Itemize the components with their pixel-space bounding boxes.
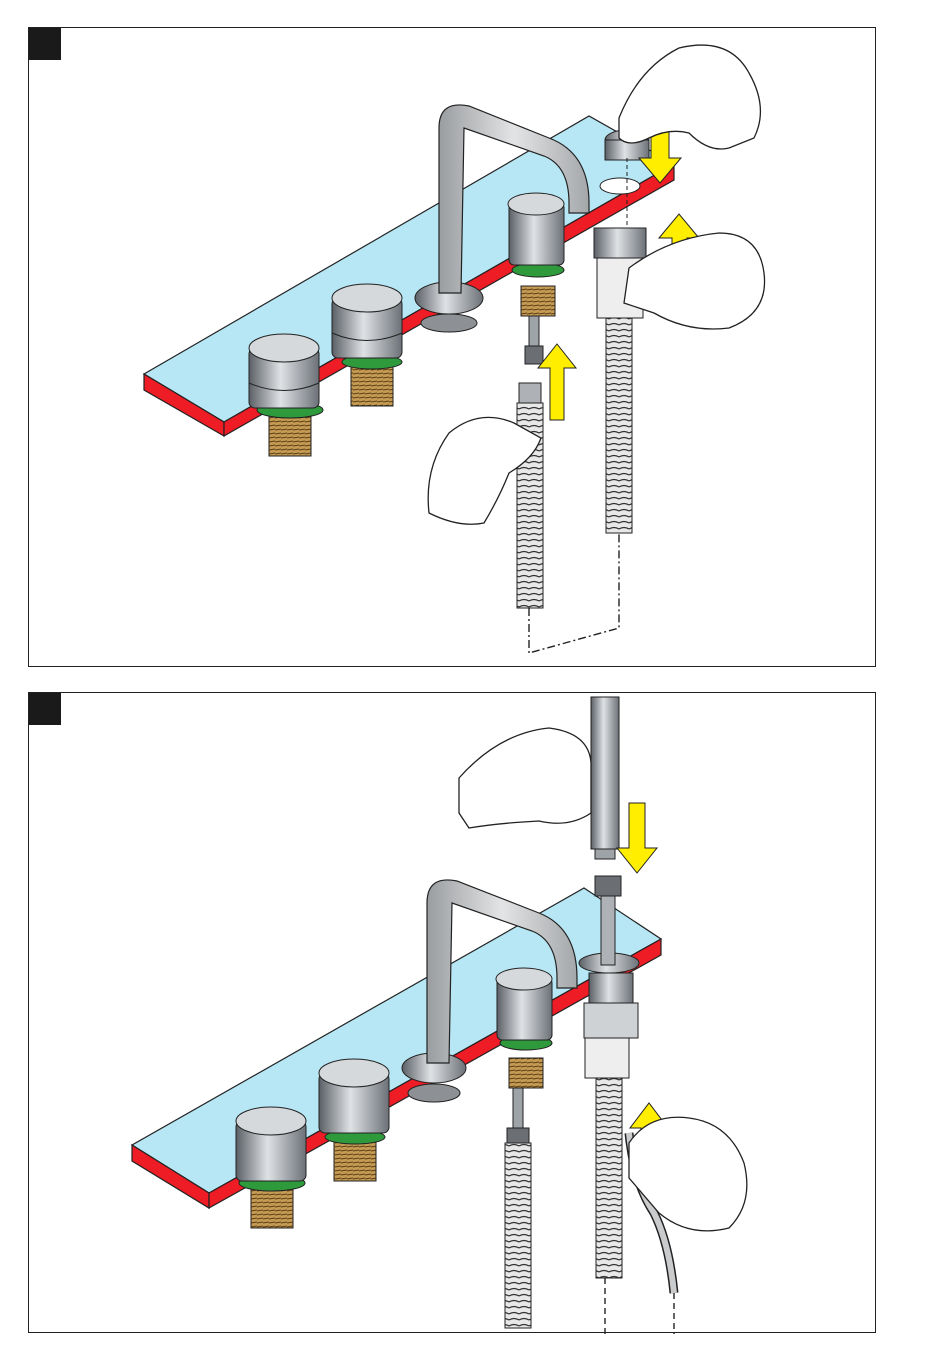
valve-handle-1 bbox=[236, 1107, 306, 1228]
valve-handle-3 bbox=[508, 193, 564, 364]
deck-top bbox=[132, 888, 661, 1193]
illustration-step-1 bbox=[29, 28, 877, 668]
hand-icon bbox=[459, 728, 591, 828]
supply-hose-left bbox=[505, 1088, 531, 1328]
illustration-step-2 bbox=[29, 693, 877, 1334]
arrow-up-icon bbox=[538, 344, 576, 420]
hand-icon bbox=[619, 45, 760, 149]
hand-icon bbox=[629, 1117, 747, 1231]
valve-handle-1 bbox=[249, 334, 323, 456]
deck-top bbox=[144, 116, 674, 422]
supply-hose-left bbox=[517, 383, 543, 608]
step-panel-1 bbox=[28, 27, 876, 667]
valve-handle-2 bbox=[319, 1059, 389, 1181]
arrow-down-icon bbox=[617, 803, 657, 873]
step-panel-2 bbox=[28, 692, 876, 1333]
valve-handle-3 bbox=[496, 968, 552, 1088]
hand-shower bbox=[591, 697, 619, 859]
valve-handle-2 bbox=[332, 284, 402, 406]
